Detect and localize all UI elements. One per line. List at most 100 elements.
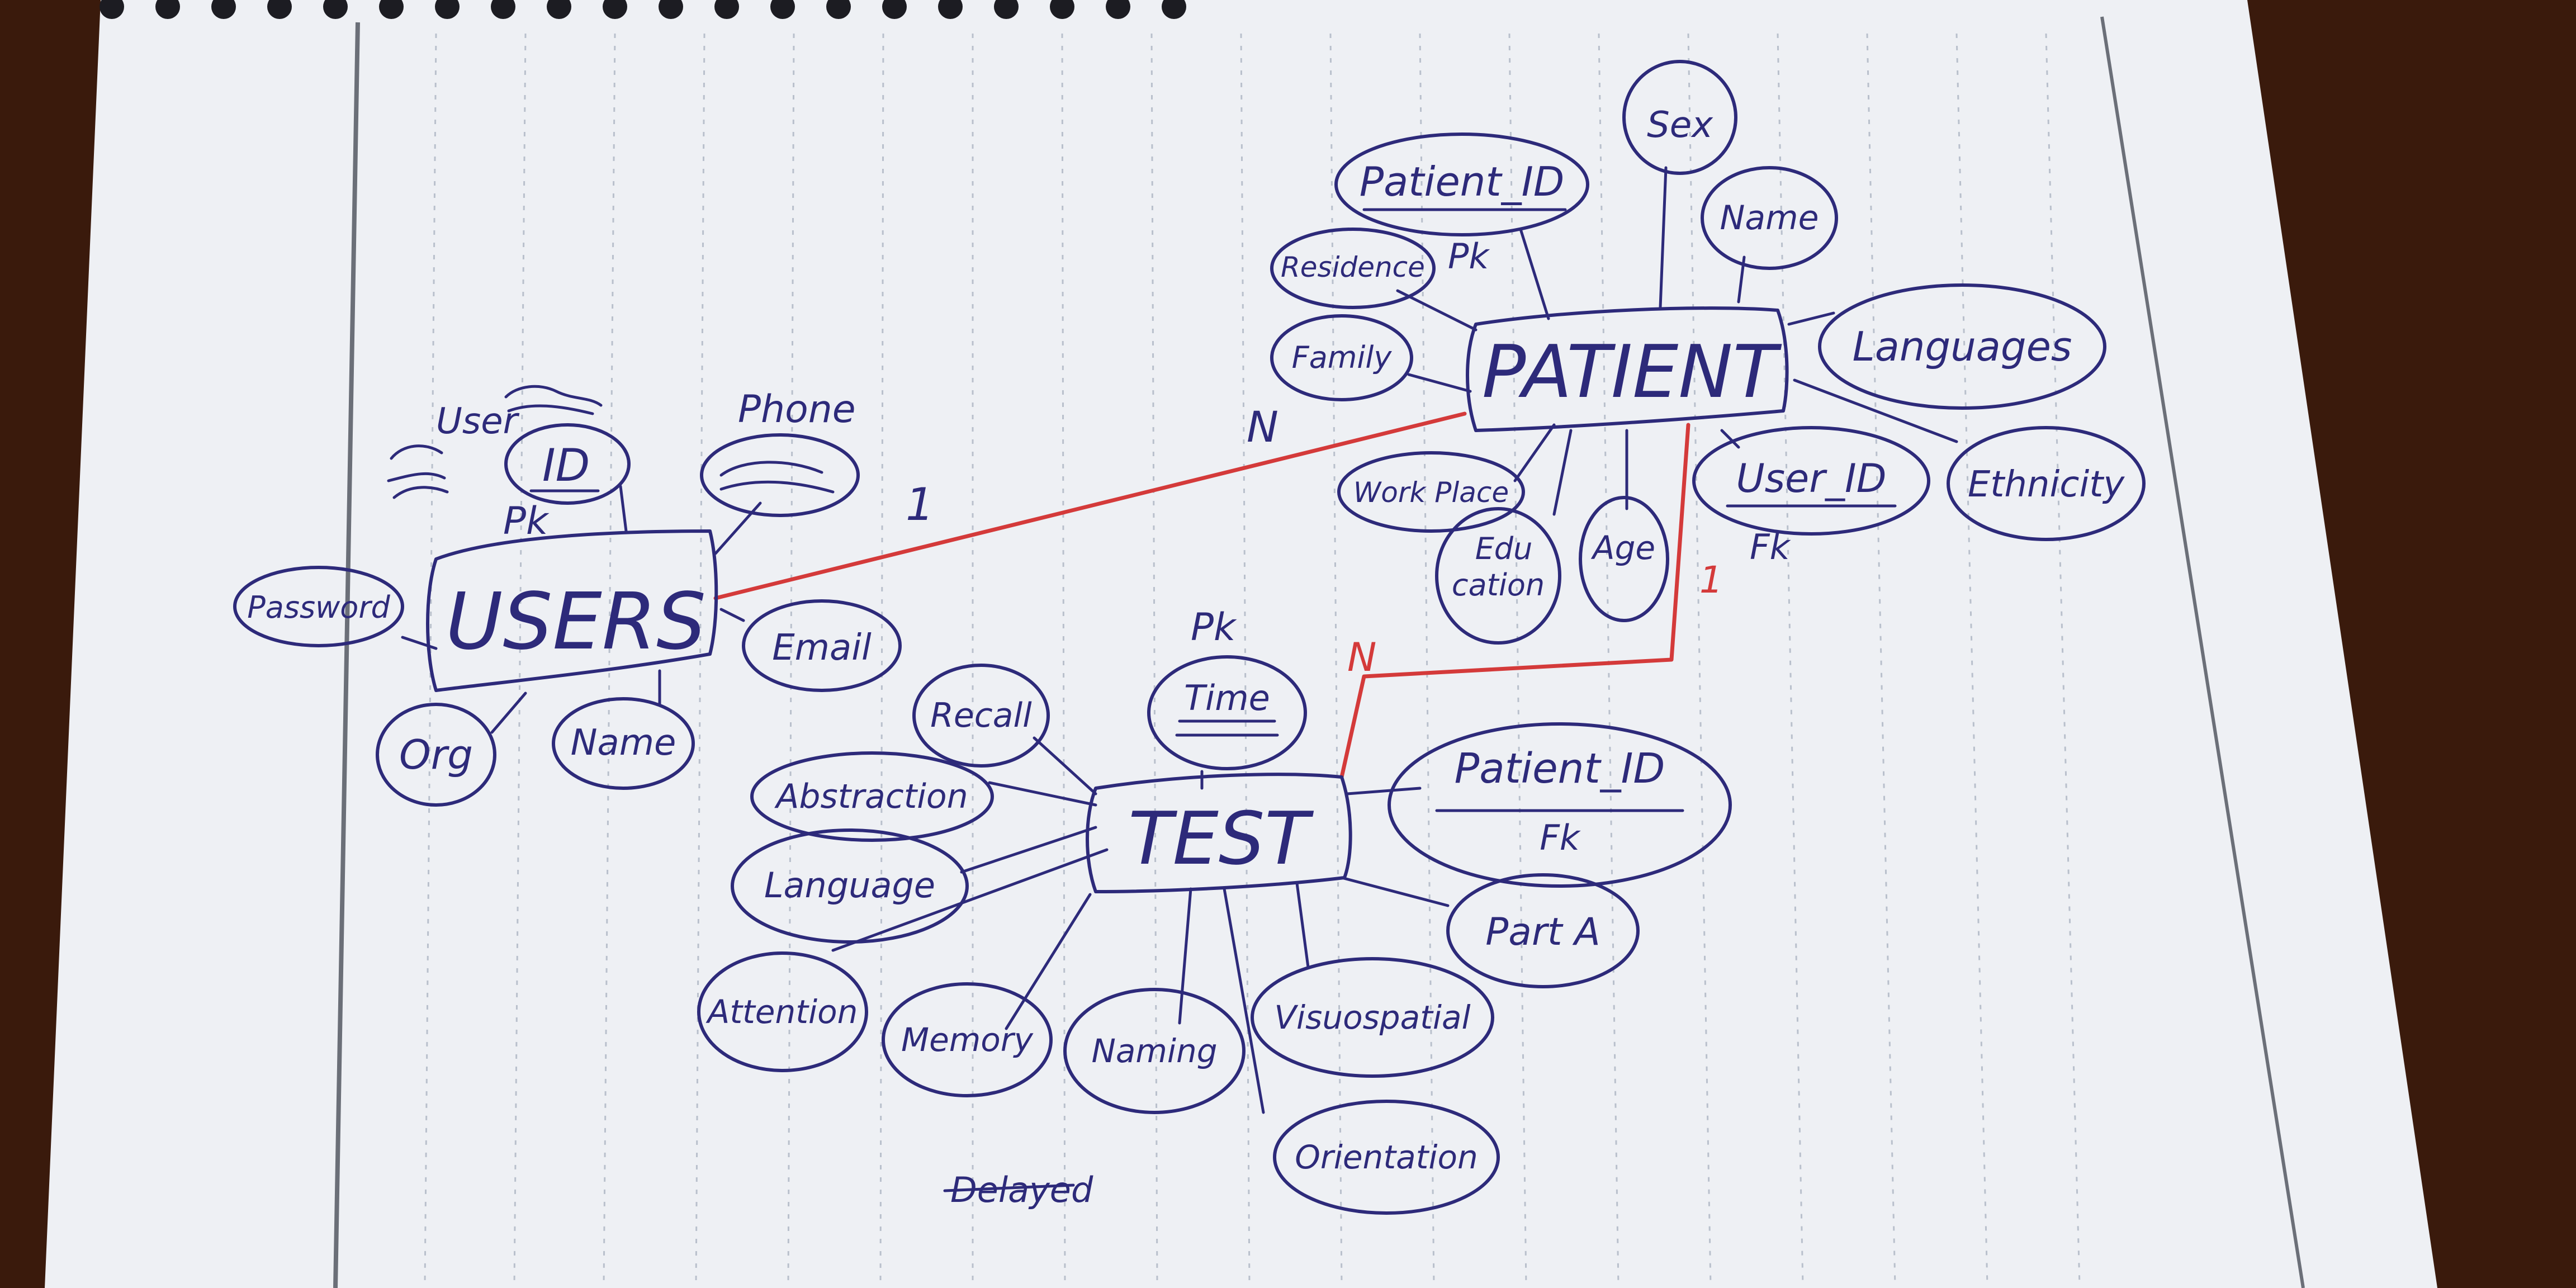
delayed-strike: [943, 1183, 1075, 1192]
attr-password: Password: [233, 566, 404, 647]
attr-patient-id: Patient_ID Pk: [1334, 132, 1589, 277]
attr-patient-name: Name: [1701, 166, 1838, 270]
work-place-label: Work Place: [1353, 476, 1509, 509]
users-patient-many-label: N: [1247, 402, 1278, 452]
orientation-ellipse: [1273, 1100, 1500, 1215]
patient-id-label: Patient_ID: [1360, 158, 1565, 205]
email-label: Email: [772, 627, 872, 669]
patient-user-id-label: User_ID: [1736, 456, 1886, 501]
age-ellipse: [1579, 496, 1669, 622]
patient-test-one-label: 1: [1699, 558, 1723, 602]
attr-patient-user-id: User_ID Fk: [1692, 426, 1930, 567]
attr-test-patient-id: Patient_ID Fk: [1388, 722, 1732, 888]
attr-abstraction: Abstraction: [750, 751, 994, 842]
age-label: Age: [1590, 529, 1655, 567]
org-ellipse: [376, 703, 496, 807]
attr-orientation: Orientation: [1273, 1100, 1500, 1215]
binding-holes: [100, 0, 1186, 19]
user-name-label: Name: [571, 722, 676, 764]
page-edge-line: [2100, 16, 2305, 1288]
test-patient-id-label: Patient_ID: [1455, 745, 1665, 793]
patient-entity: PATIENT: [1466, 306, 1789, 432]
attr-recall: Recall: [912, 664, 1050, 768]
abstraction-ellipse: [750, 751, 994, 842]
attr-residence: Residence: [1270, 228, 1436, 309]
patient-test-many-label: N: [1347, 634, 1376, 680]
patient-user-id-ellipse: [1692, 426, 1930, 536]
test-entity-box: [1086, 773, 1352, 893]
user-name-ellipse: [552, 697, 695, 790]
part-a-label: Part A: [1485, 910, 1600, 954]
password-ellipse: [233, 566, 404, 647]
naming-ellipse: [1063, 988, 1246, 1114]
residence-ellipse: [1270, 228, 1436, 309]
part-a-ellipse: [1446, 873, 1640, 988]
attr-family: Family: [1270, 314, 1413, 401]
orientation-label: Orientation: [1295, 1138, 1478, 1176]
attr-time: Pk Time: [1147, 605, 1307, 770]
sex-label: Sex: [1647, 105, 1713, 146]
attr-sex: Sex: [1622, 60, 1737, 175]
abstraction-label: Abstraction: [774, 777, 968, 816]
education-label-line2: cation: [1452, 567, 1545, 603]
visuospatial-ellipse: [1251, 957, 1494, 1078]
patient-entity-label: PATIENT: [1482, 329, 1782, 414]
naming-label: Naming: [1091, 1032, 1217, 1070]
recall-ellipse: [912, 664, 1050, 768]
attention-ellipse: [697, 951, 868, 1072]
user-id-pk-label: Pk: [503, 499, 550, 543]
attribute-connectors: [401, 166, 1958, 1114]
attr-visuospatial: Visuospatial: [1251, 957, 1494, 1078]
attr-patient-languages: Languages: [1818, 283, 2106, 410]
users-entity: USERS: [426, 529, 718, 692]
phone-label: Phone: [738, 387, 856, 432]
recall-label: Recall: [930, 696, 1032, 735]
scribble-mark: [387, 385, 603, 499]
patient-languages-ellipse: [1818, 283, 2106, 410]
family-label: Family: [1292, 340, 1393, 375]
attr-memory: Memory: [882, 982, 1053, 1097]
time-label: Time: [1184, 678, 1270, 718]
user-id-prefix: User: [436, 401, 520, 442]
users-entity-box: [426, 529, 718, 692]
time-ellipse: [1147, 655, 1307, 770]
users-entity-label: USERS: [446, 576, 706, 667]
attr-org: Org: [376, 703, 496, 807]
attr-naming: Naming: [1063, 988, 1246, 1114]
attr-attention: Attention: [697, 951, 868, 1072]
education-label-line1: Edu: [1475, 531, 1533, 566]
test-entity: TEST: [1086, 773, 1352, 893]
notebook-page: [45, 0, 2437, 1288]
time-pk-label: Pk: [1191, 605, 1237, 650]
attr-education: Edu cation: [1435, 507, 1561, 645]
email-ellipse: [742, 599, 902, 692]
work-place-ellipse: [1337, 451, 1525, 533]
users-patient-one-label: 1: [906, 479, 934, 531]
password-label: Password: [247, 590, 390, 625]
attr-age: Age: [1579, 496, 1669, 622]
patient-id-ellipse: [1334, 132, 1589, 236]
test-entity-label: TEST: [1128, 796, 1314, 881]
patient-name-ellipse: [1701, 166, 1838, 270]
patient-id-pk-label: Pk: [1448, 236, 1490, 277]
attr-language: Language: [731, 828, 969, 944]
education-ellipse: [1435, 507, 1561, 645]
attr-part-a: Part A: [1446, 873, 1640, 988]
delayed-crossed-out: Delayed: [943, 1169, 1093, 1210]
ethnicity-label: Ethnicity: [1968, 464, 2125, 505]
user-id-label: ID: [542, 439, 590, 491]
test-patient-id-fk-label: Fk: [1540, 817, 1581, 858]
users-patient-relationship-line: [713, 411, 1467, 600]
attr-ethnicity: Ethnicity: [1947, 426, 2146, 541]
phone-scribble: [719, 461, 835, 494]
ethnicity-ellipse: [1947, 426, 2146, 541]
patient-name-label: Name: [1720, 198, 1819, 238]
residence-label: Residence: [1281, 251, 1425, 283]
test-patient-id-ellipse: [1388, 722, 1732, 888]
attr-phone: Phone: [700, 387, 860, 517]
sex-ellipse: [1622, 60, 1737, 175]
patient-languages-label: Languages: [1853, 323, 2072, 370]
attr-work-place: Work Place: [1337, 451, 1525, 533]
memory-ellipse: [882, 982, 1053, 1097]
